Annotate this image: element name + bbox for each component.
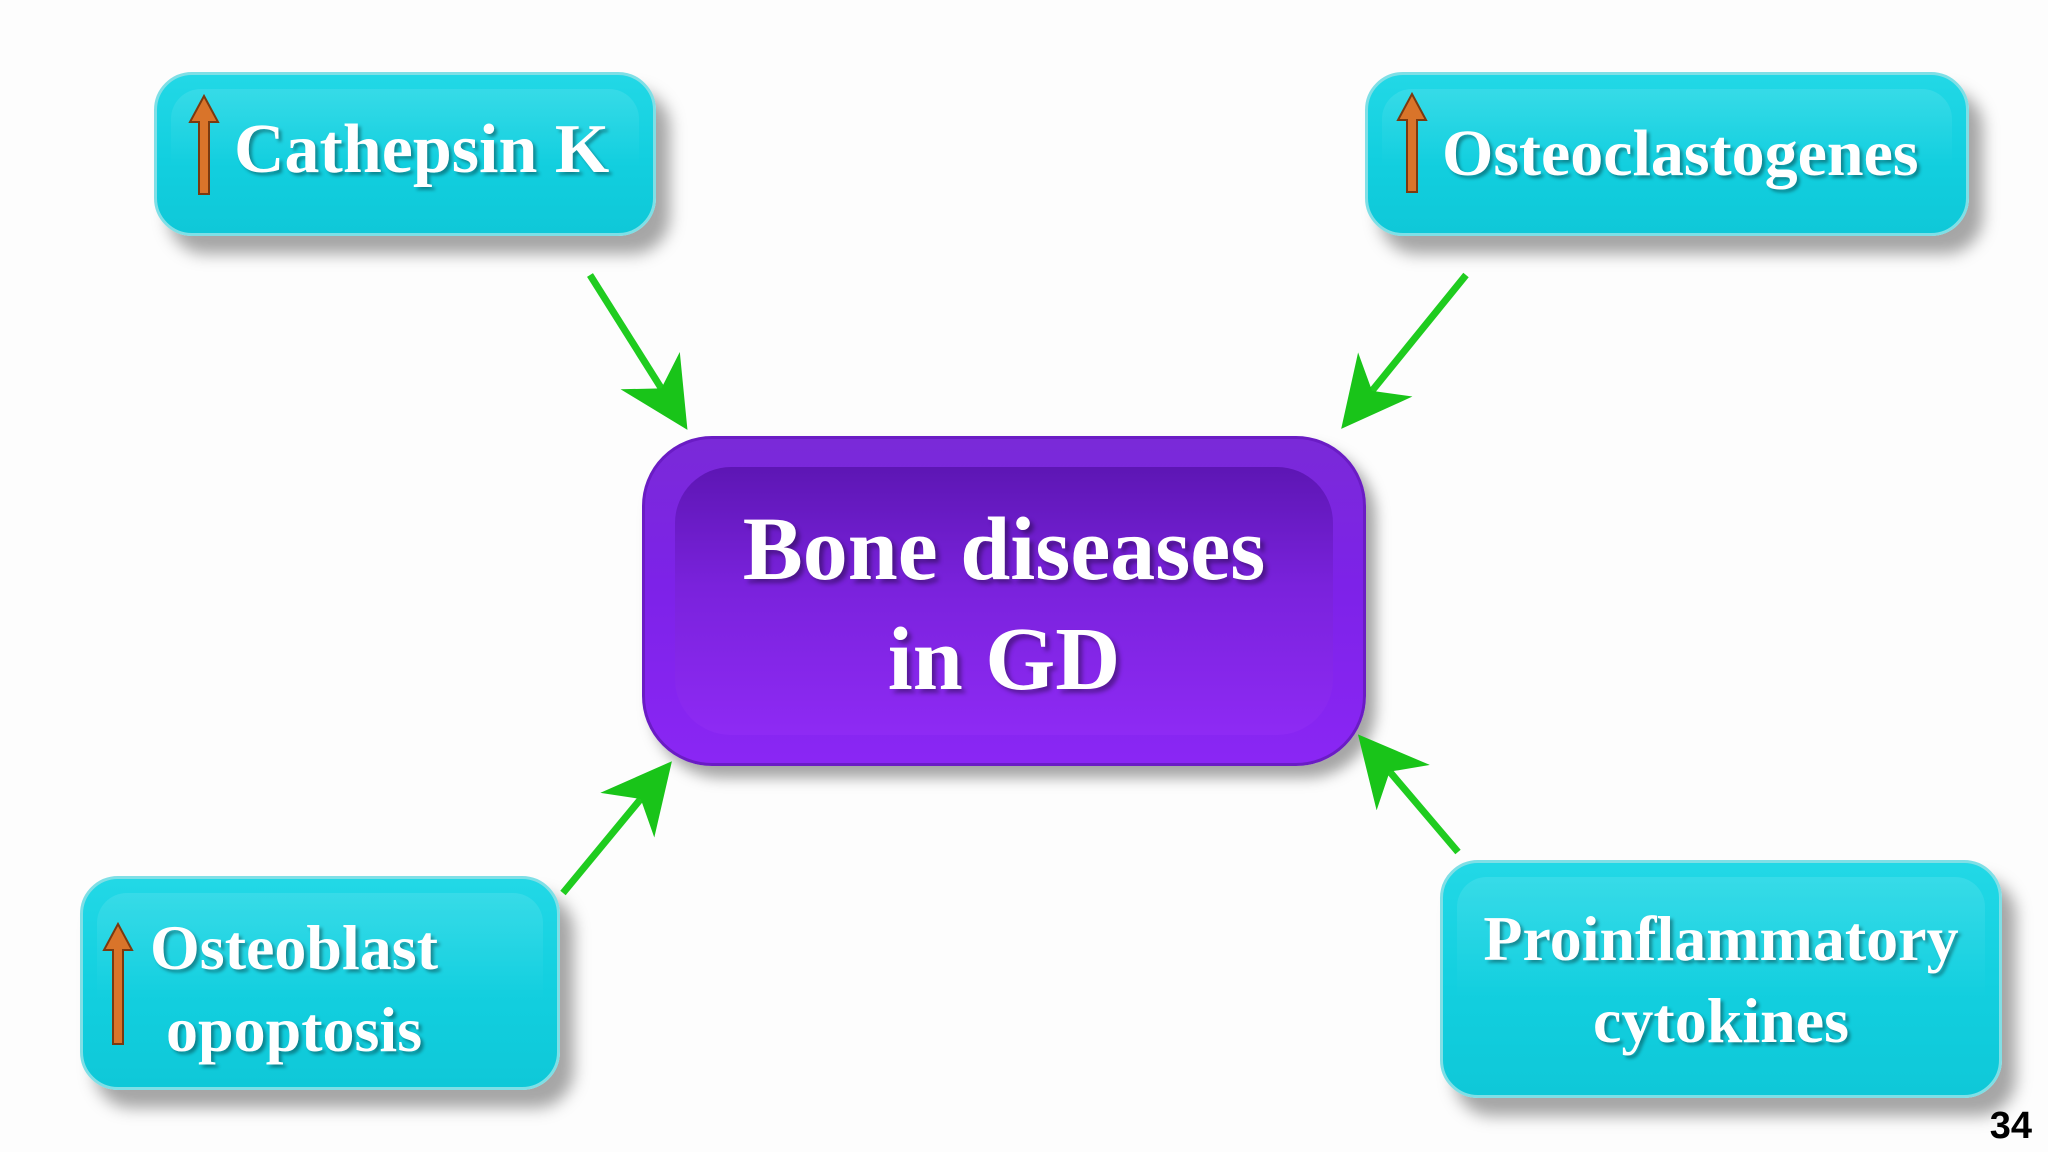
node-osteoblast-opoptosis — [80, 876, 560, 1090]
node-cytokines-line-2: cytokines — [1593, 985, 1849, 1056]
center-node-inner — [675, 467, 1333, 735]
center-node-bone-diseases: Bone diseases in GD — [642, 436, 1366, 766]
node-proinflammatory-cytokines — [1440, 860, 2002, 1098]
node-osteoclastogenes-label: Osteoclastogenes — [1442, 117, 1919, 190]
up-arrow-icon — [188, 94, 220, 195]
up-arrow-icon — [102, 922, 134, 1045]
arrow-osteoclastogenes-to-center — [1341, 272, 1469, 429]
node-osteoclastogenes — [1365, 72, 1969, 236]
node-cytokines-line-1: Proinflammatory — [1483, 903, 1959, 974]
node-osteoblast-line-2: opoptosis — [166, 994, 423, 1065]
arrow-cytokines-to-center — [1357, 734, 1461, 855]
node-cathepsin-k — [154, 72, 656, 236]
center-node-line-1: Bone diseases — [742, 500, 1266, 599]
page-number: 34 — [1989, 1105, 2032, 1147]
center-node-line-2: in GD — [887, 610, 1121, 709]
arrow-osteoblast-to-center — [560, 761, 672, 896]
node-osteoblast-line-1: Osteoblast — [150, 912, 438, 983]
node-cathepsin-k-label: Cathepsin K — [234, 111, 610, 188]
up-arrow-icon — [1396, 92, 1428, 193]
arrow-cathepsin-to-center — [587, 273, 688, 430]
